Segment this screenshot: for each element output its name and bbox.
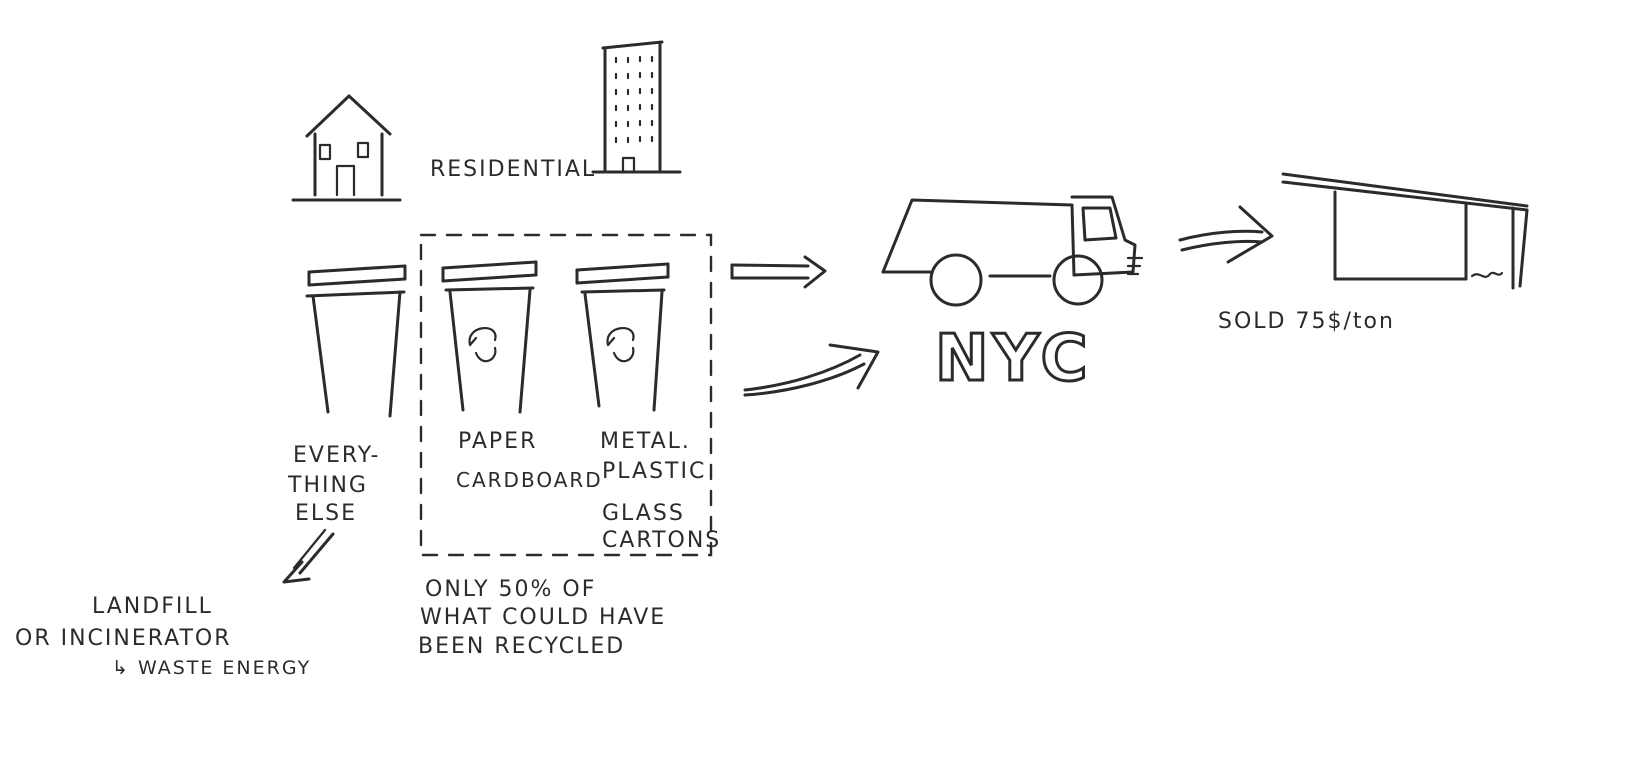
everything-else-label-line3: ELSE: [295, 501, 357, 526]
recycled-note-line1: ONLY 50% OF: [425, 577, 596, 602]
landfill-label-line3: ↳ WASTE ENERGY: [112, 657, 311, 679]
house-icon: [291, 94, 402, 202]
everything-else-label-line1: EVERY-: [293, 443, 381, 468]
apartment-building-icon: [591, 40, 682, 174]
metal-label-line2: PLASTIC: [602, 459, 706, 484]
recycling-group-box: [419, 233, 713, 557]
everything-else-label-line2: THING: [287, 473, 368, 498]
recycled-note-line3: BEEN RECYCLED: [418, 634, 625, 659]
metal-label-line1: METAL.: [600, 429, 691, 454]
paper-label-line2: CARDBOARD: [456, 468, 603, 492]
paper-recycling-bin-icon: [441, 260, 538, 414]
metal-label-line3: GLASS: [602, 501, 685, 526]
down-left-arrow-icon: [282, 528, 335, 584]
metal-recycling-bin-icon: [575, 262, 670, 412]
curved-right-arrow-icon: [743, 343, 880, 397]
residential-label: RESIDENTIAL: [430, 157, 596, 182]
curved-arrow-to-facility-icon: [1178, 205, 1274, 264]
trash-bin-icon: [305, 264, 407, 418]
right-arrow-icon: [730, 255, 827, 289]
nyc-label: NYC: [935, 322, 1092, 396]
metal-label-line4: CARTONS: [602, 528, 721, 553]
recycled-note-line2: WHAT COULD HAVE: [420, 605, 666, 630]
sold-price-label: SOLD 75$/ton: [1218, 309, 1395, 334]
landfill-label-line2: OR INCINERATOR: [15, 626, 232, 651]
paper-label-line1: PAPER: [458, 429, 537, 454]
landfill-label-line1: LANDFILL: [92, 594, 213, 619]
garbage-truck-icon: [881, 195, 1144, 307]
recycling-facility-icon: [1281, 172, 1529, 290]
